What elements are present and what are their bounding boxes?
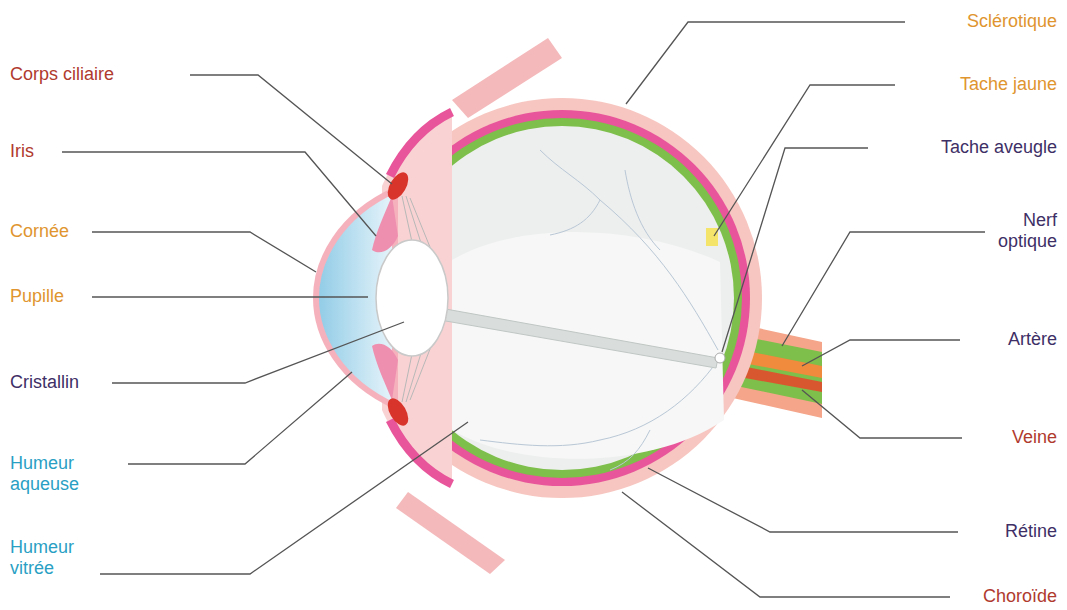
vitreous-body: [452, 126, 734, 470]
retina: [452, 118, 742, 478]
part-label: Cristallin: [10, 372, 79, 393]
part-label: Tache aveugle: [941, 137, 1057, 158]
ciliary-body: [384, 169, 413, 203]
iris: [372, 344, 398, 400]
part-label: Nerf optique: [985, 210, 1057, 251]
part-label: Veine: [1012, 427, 1057, 448]
eyelid: [396, 492, 505, 574]
part-label: Tache jaune: [960, 74, 1057, 95]
macula: [706, 228, 718, 246]
choroid: [452, 110, 750, 486]
part-label: Sclérotique: [967, 11, 1057, 32]
part-label: Pupille: [10, 286, 64, 307]
ciliary-body: [384, 395, 413, 429]
sclera: [362, 98, 762, 498]
hyaloid-canal: [440, 308, 718, 368]
part-label: Humeur vitrée: [10, 537, 95, 578]
part-label: Artère: [1008, 329, 1057, 350]
iris: [372, 196, 398, 252]
part-label: Humeur aqueuse: [10, 453, 105, 494]
leader-line: [62, 22, 985, 597]
choroid: [390, 112, 452, 176]
blood-vessel: [480, 150, 718, 470]
part-label: Choroïde: [983, 586, 1057, 607]
lens: [376, 240, 448, 356]
part-label: Rétine: [1005, 521, 1057, 542]
choroid: [390, 420, 452, 484]
part-label: Cornée: [10, 221, 69, 242]
part-label: Iris: [10, 141, 34, 162]
part-label: Corps ciliaire: [10, 64, 114, 85]
blind-spot: [715, 353, 725, 363]
